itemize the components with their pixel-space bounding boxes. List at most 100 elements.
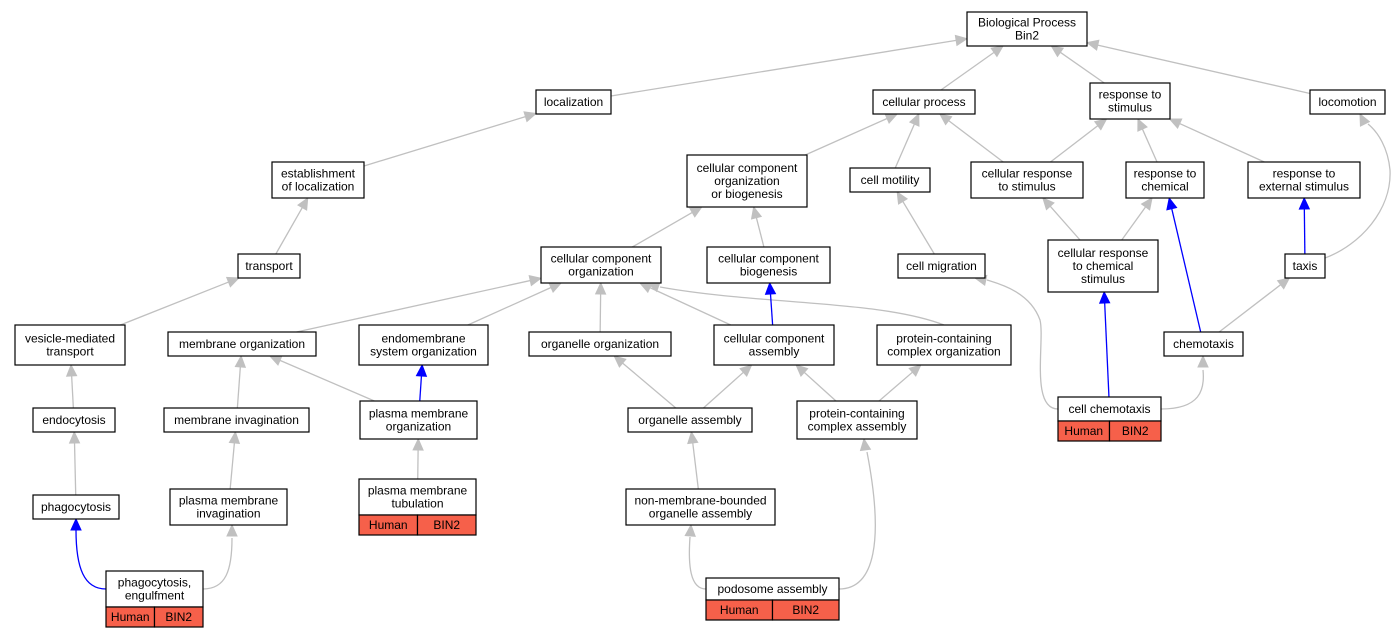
edge-vesicle_mediated_transport-to-transport	[120, 276, 240, 326]
edge-podosome_assembly-to-pcca	[838, 437, 876, 590]
edge-endomembrane_system_organization-to-cco	[467, 282, 563, 326]
gene-cell	[1108, 420, 1162, 442]
edge-ccob-to-cellular_process	[804, 113, 899, 156]
edge-nmboa-to-organelle_assembly	[687, 430, 699, 490]
edge-pcca-to-pcco	[878, 364, 922, 402]
edge-response_to_stimulus-to-bp	[1050, 45, 1105, 84]
edge-pcca-to-cca	[795, 364, 837, 402]
edge-phagocytosis-to-endocytosis	[68, 430, 81, 496]
edge-crtcs-to-cellular_response_to_stimulus	[1042, 197, 1081, 241]
go-term-label: organization	[714, 174, 779, 188]
go-term-membrane-organization[interactable]: membrane organization	[167, 331, 317, 357]
go-term-label: cell chemotaxis	[1068, 402, 1150, 416]
go-term-label: system organization	[370, 345, 477, 359]
go-term-organelle-organization[interactable]: organelle organization	[528, 331, 672, 357]
go-term-label: plasma membrane	[179, 494, 279, 508]
go-term-label: cellular component	[697, 161, 798, 175]
gene-label: BIN2	[1122, 424, 1149, 438]
go-term-label: protein-containing	[896, 332, 991, 346]
edge-response_to_chemical-to-response_to_stimulus	[1137, 117, 1158, 163]
edge-cell_motility-to-cellular_process	[894, 112, 920, 169]
go-term-cellular-process[interactable]: cellular process	[872, 89, 976, 115]
gene-cell	[153, 606, 204, 628]
go-term-transport[interactable]: transport	[237, 253, 301, 279]
go-term-label: taxis	[1293, 259, 1318, 273]
go-term-label: response to	[1099, 88, 1162, 102]
go-term-label: organelle organization	[541, 337, 659, 351]
go-term-label: organization	[568, 265, 633, 279]
go-term-label: to chemical	[1073, 259, 1134, 273]
edge-plasma_membrane_tubulation-to-plasma_membrane_organization	[412, 437, 424, 480]
go-term-label: Biological Process	[978, 16, 1076, 30]
go-term-endocytosis[interactable]: endocytosis	[32, 407, 116, 433]
go-term-label: to stimulus	[998, 180, 1055, 194]
go-term-label: cell motility	[861, 173, 920, 187]
edge-response_to_external_stimulus-to-response_to_stimulus	[1168, 118, 1265, 163]
edge-cellular_response_to_stimulus-to-response_to_stimulus	[1050, 118, 1108, 163]
go-term-label: organization	[386, 420, 451, 434]
go-term-chemotaxis[interactable]: chemotaxis	[1163, 331, 1244, 357]
go-term-taxis[interactable]: taxis	[1284, 253, 1326, 279]
go-term-label: organelle assembly	[649, 507, 752, 521]
go-term-label: complex organization	[887, 345, 1000, 359]
go-term-label: invagination	[196, 507, 260, 521]
go-term-label: non-membrane-bounded	[634, 494, 766, 508]
edge-crtcs-to-response_to_chemical	[1121, 197, 1153, 241]
edge-organelle_assembly-to-cca	[703, 364, 753, 409]
go-term-label: establishment	[281, 167, 356, 181]
edge-membrane_invagination-to-membrane_organization	[234, 354, 247, 409]
edge-chemotaxis-to-taxis	[1218, 277, 1291, 333]
go-term-label: protein-containing	[809, 407, 904, 421]
edge-cca-to-ccb	[764, 281, 777, 326]
go-term-cell-migration[interactable]: cell migration	[897, 253, 986, 279]
go-term-label: podosome assembly	[717, 582, 827, 596]
go-term-label: endocytosis	[42, 413, 105, 427]
go-term-label: cell migration	[906, 259, 977, 273]
go-term-organelle-assembly[interactable]: organelle assembly	[627, 407, 753, 433]
go-term-label: phagocytosis,	[118, 576, 191, 590]
edge-membrane_organization-to-cco	[296, 275, 543, 333]
edge-chemotaxis-to-response_to_chemical	[1166, 196, 1202, 333]
go-term-membrane-invagination[interactable]: membrane invagination	[163, 407, 310, 433]
edge-taxis-to-locomotion	[1324, 112, 1391, 259]
go-term-localization[interactable]: localization	[535, 89, 612, 115]
go-term-label: endomembrane	[381, 332, 465, 346]
go-term-label: response to	[1134, 167, 1197, 181]
go-term-label: locomotion	[1318, 95, 1376, 109]
edge-phagocytosis_engulfment-to-plasma_membrane_invagination	[202, 523, 238, 590]
go-term-label: vesicle-mediated	[25, 332, 115, 346]
species-label: Human	[720, 603, 759, 617]
go-term-cell-motility[interactable]: cell motility	[849, 167, 931, 193]
go-term-label: plasma membrane	[368, 484, 468, 498]
go-term-label: transport	[245, 259, 293, 273]
go-term-locomotion[interactable]: locomotion	[1309, 89, 1386, 115]
gene-label: BIN2	[165, 610, 192, 624]
go-term-label: stimulus	[1081, 272, 1125, 286]
go-term-phagocytosis[interactable]: phagocytosis	[32, 494, 120, 520]
go-term-label: cellular component	[551, 252, 652, 266]
gene-label: BIN2	[433, 518, 460, 532]
